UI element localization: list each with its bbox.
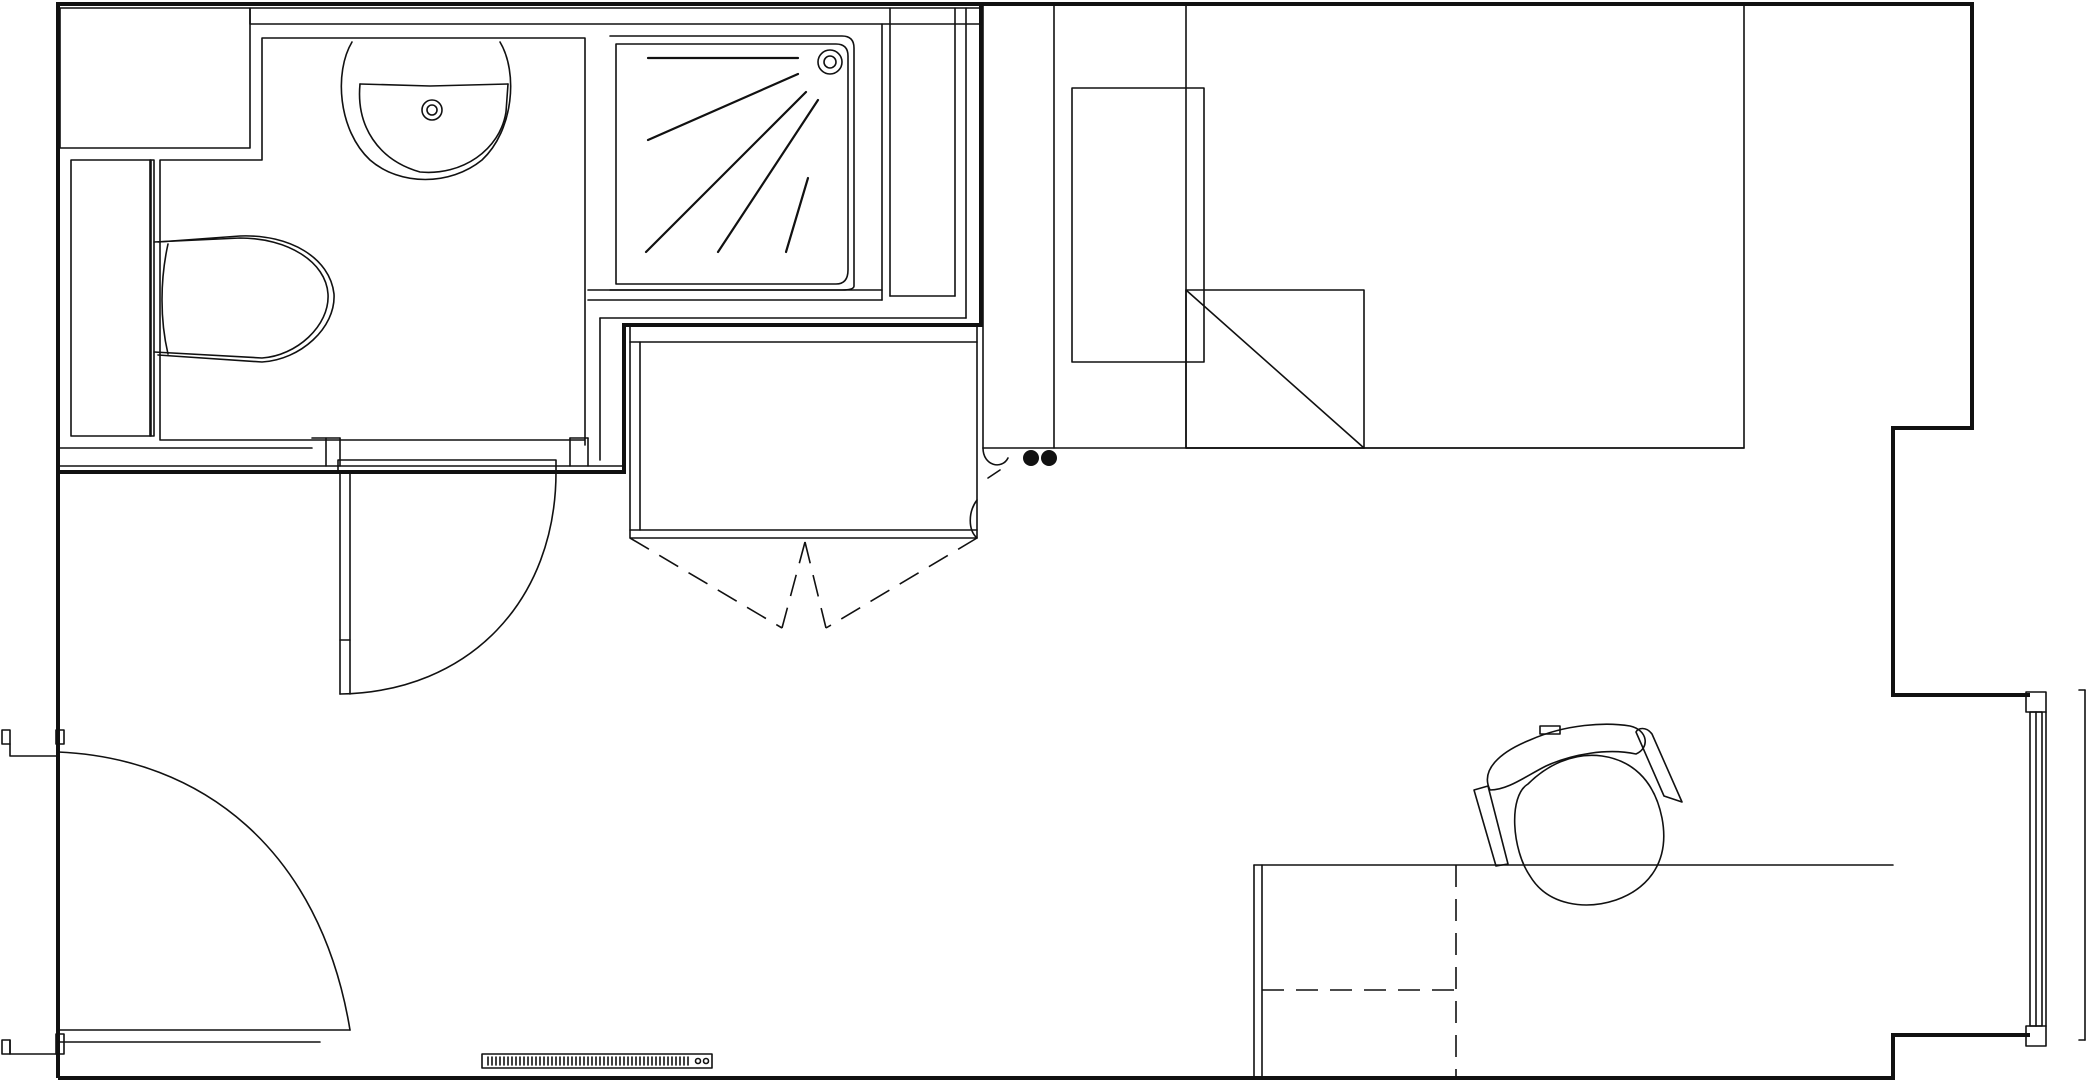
washbasin xyxy=(340,41,512,181)
radiator xyxy=(481,1053,713,1069)
entrance-door[interactable] xyxy=(1,729,351,1055)
desk xyxy=(1253,864,1894,1079)
outer-walls xyxy=(56,2,2086,1080)
wardrobe xyxy=(629,325,978,629)
window xyxy=(2025,691,2047,1047)
radiator-valve xyxy=(1041,450,1057,466)
bathroom-floor-outline xyxy=(159,37,586,446)
toilet xyxy=(70,159,335,437)
bathroom-door[interactable] xyxy=(337,459,557,695)
office-chair xyxy=(1473,723,1683,906)
radiator-valve xyxy=(1023,450,1039,466)
bathroom-walls xyxy=(58,4,983,474)
bed xyxy=(982,3,1745,479)
shower-tray xyxy=(587,23,883,301)
